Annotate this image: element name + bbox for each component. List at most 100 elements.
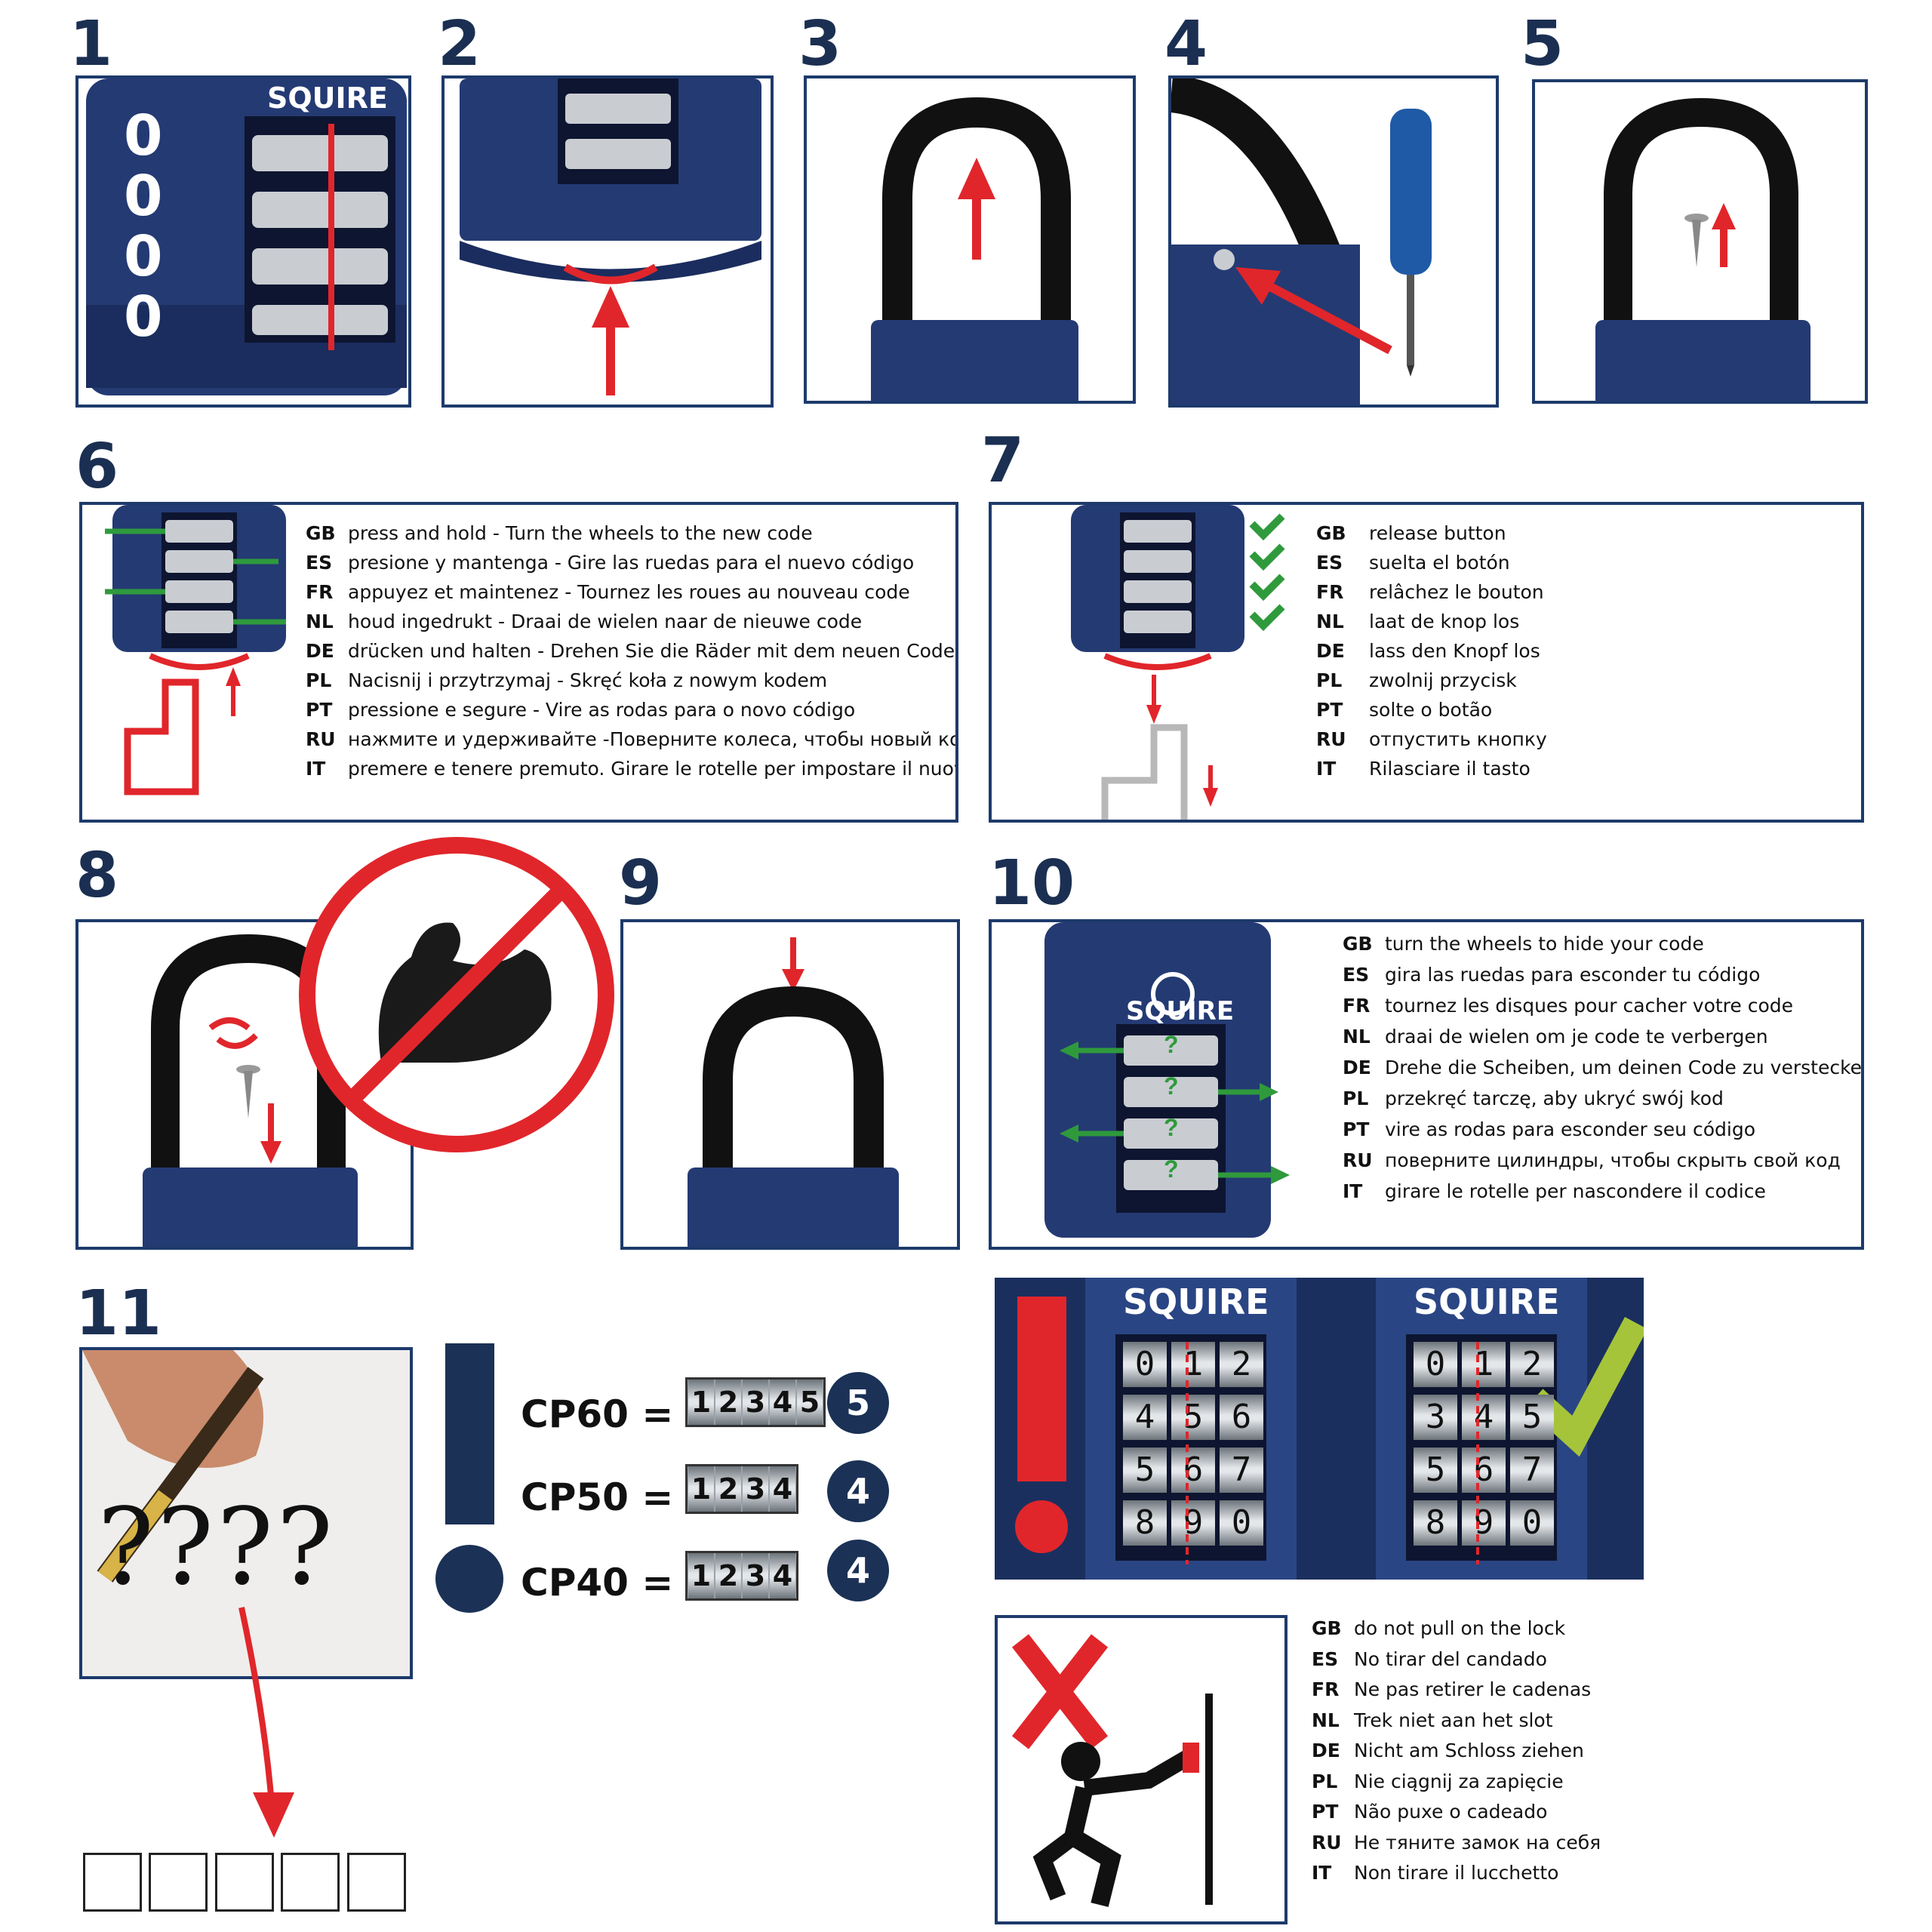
- wheel-digit: 5: [1414, 1447, 1457, 1493]
- step-number-2: 2: [438, 8, 481, 80]
- step-number-5: 5: [1521, 8, 1564, 80]
- wheel-digit: 4: [770, 1466, 795, 1512]
- wheel-digit: 0: [1414, 1342, 1457, 1387]
- wheel-digit: 3: [743, 1466, 768, 1512]
- brand-logo: SQUIRE: [267, 82, 388, 115]
- step2-panel: [441, 75, 774, 408]
- wheel-digit: 8: [1414, 1500, 1457, 1546]
- release-button-illustration: [1071, 505, 1285, 820]
- wheel-digit: 0: [1220, 1500, 1263, 1546]
- code-box[interactable]: [215, 1853, 274, 1912]
- wheel-digit: 1: [688, 1380, 714, 1425]
- step9-panel: [620, 919, 960, 1250]
- question-glyph: ?: [1164, 1114, 1179, 1141]
- step-number-8: 8: [75, 840, 119, 912]
- wheel-digit: 5: [1123, 1447, 1167, 1493]
- brand-logo: SQUIRE: [1123, 1281, 1269, 1322]
- do-not-pull-illustration: [1011, 1634, 1213, 1907]
- question-glyph: ?: [1164, 1155, 1179, 1183]
- wheel-digit: 3: [1414, 1395, 1457, 1440]
- wheel-digit: 2: [715, 1380, 741, 1425]
- zero-digit: 0: [124, 224, 163, 289]
- model-cp60-wheels: 1 2 3 4 5: [685, 1377, 826, 1427]
- wheel-digit: 1: [1462, 1342, 1506, 1387]
- brand-logo: SQUIRE: [1126, 996, 1235, 1026]
- question-marks: ????: [97, 1486, 337, 1609]
- press-hold-illustration: [105, 505, 286, 795]
- wheel-digit: 1: [688, 1553, 714, 1598]
- wheel-digit: 7: [1510, 1447, 1554, 1493]
- code-box[interactable]: [347, 1853, 406, 1912]
- question-glyph: ?: [1164, 1072, 1179, 1100]
- step5-panel: [1532, 79, 1868, 404]
- wheel-digit: 3: [743, 1380, 768, 1425]
- step11-panel: ????: [79, 1347, 413, 1679]
- exclamation-icon: [435, 1343, 503, 1613]
- no-force-icon: [299, 837, 614, 1152]
- question-glyph: ?: [1164, 1031, 1179, 1058]
- step-number-1: 1: [69, 8, 113, 80]
- do-not-pull-panel: [995, 1615, 1287, 1924]
- zero-digit: 0: [124, 285, 163, 349]
- model-cp50-digit-count: 4: [827, 1460, 889, 1522]
- wheel-digit: 7: [1220, 1447, 1263, 1493]
- wheel-digit: 8: [1123, 1500, 1167, 1546]
- code-box[interactable]: [281, 1853, 340, 1912]
- model-cp40-digit-count: 4: [827, 1540, 889, 1601]
- shackle-up-illustration: [871, 97, 1078, 401]
- brand-logo: SQUIRE: [1414, 1281, 1560, 1322]
- alignment-guide-lines: [1186, 1342, 1479, 1564]
- zero-digit: 0: [124, 164, 163, 229]
- hide-code-illustration: [1044, 922, 1290, 1238]
- code-box[interactable]: [149, 1853, 208, 1912]
- code-box[interactable]: [83, 1853, 142, 1912]
- model-cp60-label: CP60 =: [521, 1392, 674, 1436]
- model-cp40-label: CP40 =: [521, 1561, 674, 1604]
- step-number-9: 9: [619, 848, 663, 919]
- zero-code-column: 0 0 0 0: [124, 108, 163, 349]
- model-cp40-wheels: 1 2 3 4: [685, 1551, 798, 1601]
- wheel-digit: 6: [1462, 1447, 1506, 1493]
- screw-removed-illustration: [1595, 97, 1810, 401]
- wheel-digit: 2: [1220, 1342, 1263, 1387]
- wheel-digit: 3: [743, 1553, 768, 1598]
- wheel-digit: 0: [1510, 1500, 1554, 1546]
- model-cp60-digit-count: 5: [827, 1372, 889, 1434]
- wheel-digit: 6: [1220, 1395, 1263, 1440]
- wheel-digit: 2: [715, 1466, 741, 1512]
- wheel-digit: 4: [770, 1380, 795, 1425]
- step-number-11: 11: [75, 1278, 162, 1349]
